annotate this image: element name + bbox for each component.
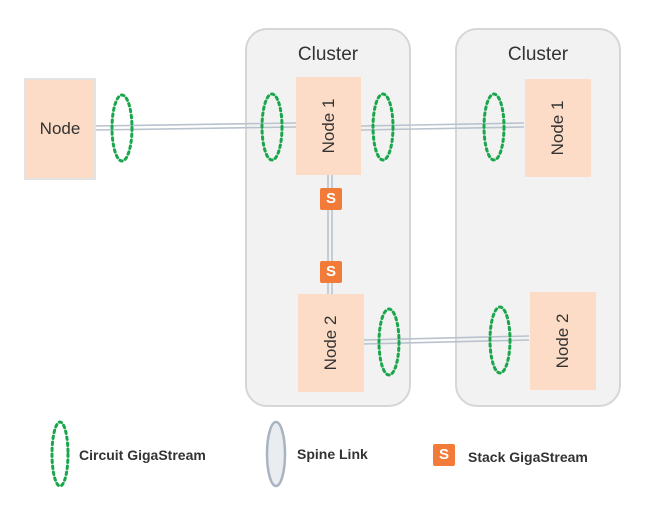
stack-gigastream-icon: S [320, 261, 342, 283]
link-c1node2-to-c2node2 [362, 335, 530, 345]
circuit-gigastream-icon [482, 92, 506, 162]
legend-stack-label: Stack GigaStream [468, 449, 588, 465]
circuit-gigastream-icon [371, 92, 395, 162]
legend-spine-label: Spine Link [297, 446, 368, 462]
circuit-gigastream-icon [110, 93, 134, 163]
cluster-2-node-2: Node 2 [530, 292, 596, 390]
cluster-1-node-2: Node 2 [298, 294, 364, 392]
legend-circuit-label: Circuit GigaStream [79, 447, 206, 463]
cluster-1-node-1: Node 1 [296, 77, 361, 175]
circuit-gigastream-icon [260, 92, 284, 162]
standalone-node-label: Node [39, 119, 81, 138]
cluster-2-title: Cluster [507, 44, 569, 65]
circuit-gigastream-icon [488, 305, 512, 375]
legend-spine-link-icon [265, 420, 287, 488]
standalone-node: Node [24, 78, 96, 180]
legend-circuit-gigastream-icon [50, 420, 70, 488]
link-c1node1-to-c2node1 [360, 122, 525, 131]
cluster-1-title: Cluster [297, 44, 359, 65]
legend-stack-gigastream-icon: S [433, 444, 455, 466]
cluster-2-node-1: Node 1 [525, 79, 591, 177]
stack-gigastream-icon: S [320, 188, 342, 210]
circuit-gigastream-icon [377, 307, 401, 377]
